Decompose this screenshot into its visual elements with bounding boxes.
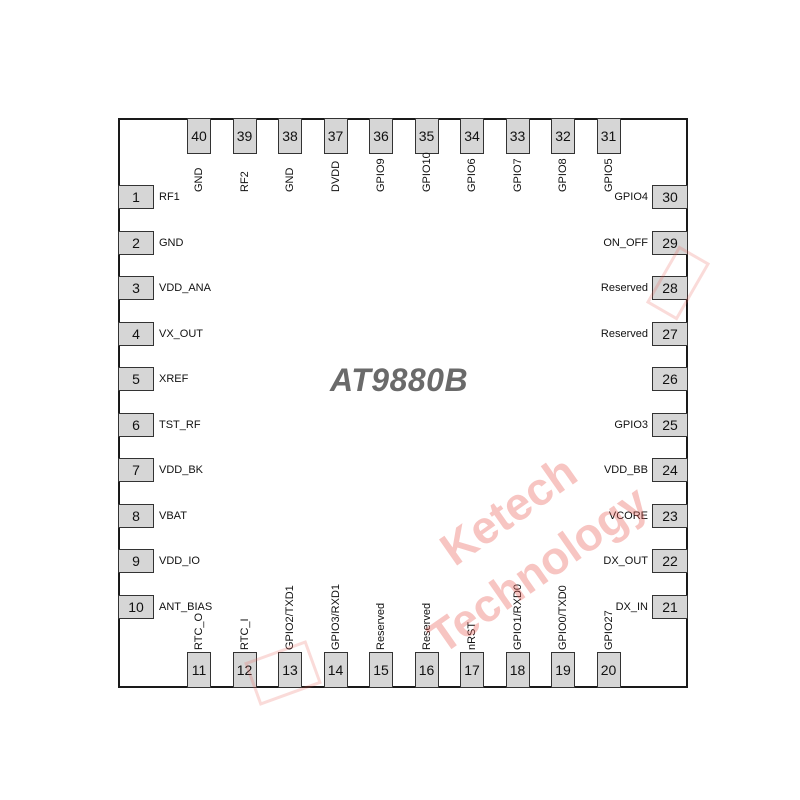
pin-3: 3 (118, 276, 154, 300)
pin-25-signal: GPIO3 (614, 418, 648, 431)
pin-31-signal: GPIO5 (602, 158, 615, 192)
pin-2-signal: GND (159, 236, 184, 249)
pin-30: 30 (652, 185, 688, 209)
pin-15-signal: Reserved (375, 602, 387, 650)
pin-19-signal: GPIO0/TXD0 (557, 585, 569, 650)
pin-13: 13 (278, 652, 302, 688)
pin-9: 9 (118, 549, 154, 573)
pin-15: 15 (369, 652, 393, 688)
pin-38-signal: GND (284, 167, 296, 192)
pin-29: 29 (652, 230, 688, 255)
pin-3-signal: VDD_ANA (159, 282, 211, 294)
pin-11-signal: RTC_O (193, 612, 205, 650)
pin-16: 16 (414, 652, 439, 688)
chip-package-outline (118, 118, 688, 688)
pin-28-signal: Reserved (600, 282, 648, 294)
pin-18: 18 (505, 652, 530, 688)
pin-7: 7 (118, 458, 154, 482)
pin-9-signal: VDD_IO (159, 555, 200, 567)
pin-20: 20 (596, 652, 621, 688)
pin-32: 32 (551, 118, 575, 154)
pin-27: 27 (652, 321, 688, 346)
pin-20-signal: GPIO27 (602, 610, 615, 650)
pin-1-signal: RF1 (159, 191, 180, 203)
pin-26: 26 (652, 367, 688, 391)
pin-21: 21 (652, 594, 688, 619)
pin-7-signal: VDD_BK (159, 464, 204, 476)
pin-13-signal: GPIO2/TXD1 (284, 585, 296, 650)
pin-8-signal: VBAT (159, 509, 187, 522)
pin-21-signal: DX_IN (615, 600, 648, 613)
pin-10-signal: ANT_BIAS (159, 600, 213, 613)
pin-34-signal: GPIO6 (466, 158, 478, 192)
pin-6-signal: TST_RF (159, 418, 201, 431)
pin-1: 1 (118, 185, 154, 209)
pin-32-signal: GPIO8 (557, 158, 569, 192)
pin-16-signal: Reserved (420, 602, 433, 650)
pin-30-signal: GPIO4 (614, 191, 648, 203)
pin-2: 2 (118, 230, 154, 255)
pin-22-signal: DX_OUT (603, 555, 648, 567)
pin-22: 22 (652, 549, 688, 573)
pin-6: 6 (118, 412, 154, 437)
pin-5: 5 (118, 367, 154, 391)
pin-37-signal: DVDD (329, 160, 342, 192)
pin-14: 14 (323, 652, 348, 688)
pin-23-signal: VCORE (608, 509, 648, 522)
pin-12: 12 (232, 652, 257, 688)
pin-36: 36 (369, 118, 393, 154)
pin-35-signal: GPIO10 (420, 152, 433, 192)
pin-8: 8 (118, 503, 154, 528)
pin-25: 25 (652, 412, 688, 437)
pin-4-signal: VX_OUT (159, 327, 204, 340)
pin-17: 17 (460, 652, 484, 688)
pin-27-signal: Reserved (600, 327, 648, 340)
pin-28: 28 (652, 276, 688, 300)
pin-37: 37 (323, 118, 348, 154)
pin-39-signal: RF2 (238, 171, 251, 192)
pin-5-signal: XREF (159, 373, 189, 385)
pin-4: 4 (118, 321, 154, 346)
pin-36-signal: GPIO9 (375, 158, 387, 192)
pin-23: 23 (652, 503, 688, 528)
pin-40: 40 (187, 118, 211, 154)
part-number: AT9880B (330, 362, 469, 398)
pin-14-signal: GPIO3/RXD1 (329, 583, 342, 650)
pin-24: 24 (652, 458, 688, 482)
pin-10: 10 (118, 594, 154, 619)
pin-38: 38 (278, 118, 302, 154)
pin-33: 33 (505, 118, 530, 154)
pin-40-signal: GND (193, 167, 205, 192)
pin-17-signal: nRST (466, 621, 478, 650)
pin-39: 39 (232, 118, 257, 154)
pin-33-signal: GPIO7 (511, 158, 524, 192)
pin-24-signal: VDD_BB (603, 464, 648, 476)
pin-18-signal: GPIO1/RXD0 (511, 583, 524, 650)
pin-34: 34 (460, 118, 484, 154)
pin-29-signal: ON_OFF (603, 236, 648, 249)
pin-12-signal: RTC_I (238, 618, 251, 650)
pin-11: 11 (187, 652, 211, 688)
pin-31: 31 (596, 118, 621, 154)
pin-35: 35 (414, 118, 439, 154)
pin-19: 19 (551, 652, 575, 688)
